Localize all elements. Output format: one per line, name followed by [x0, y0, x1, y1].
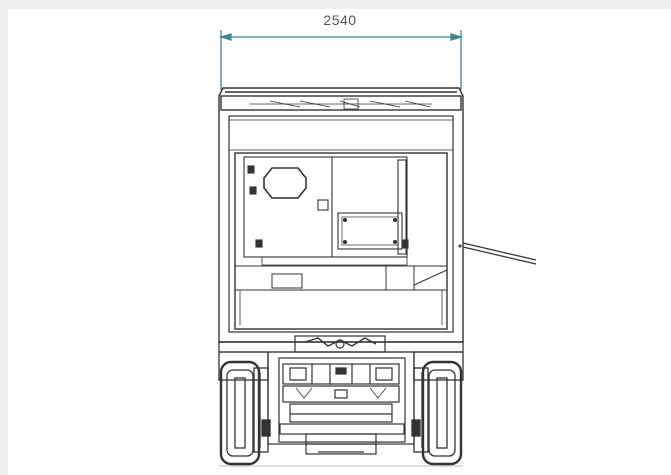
lower-bay: [234, 244, 462, 325]
dimension-label: 2540: [323, 12, 357, 28]
chassis: [218, 335, 464, 455]
side-pipe: [462, 242, 537, 265]
generator-engine: [243, 156, 409, 266]
enclosure-body: [218, 87, 464, 343]
drawing-sheet: [8, 9, 671, 475]
left-wheels: [218, 351, 271, 466]
right-wheels: [411, 351, 464, 466]
width-dimension: [218, 30, 464, 90]
